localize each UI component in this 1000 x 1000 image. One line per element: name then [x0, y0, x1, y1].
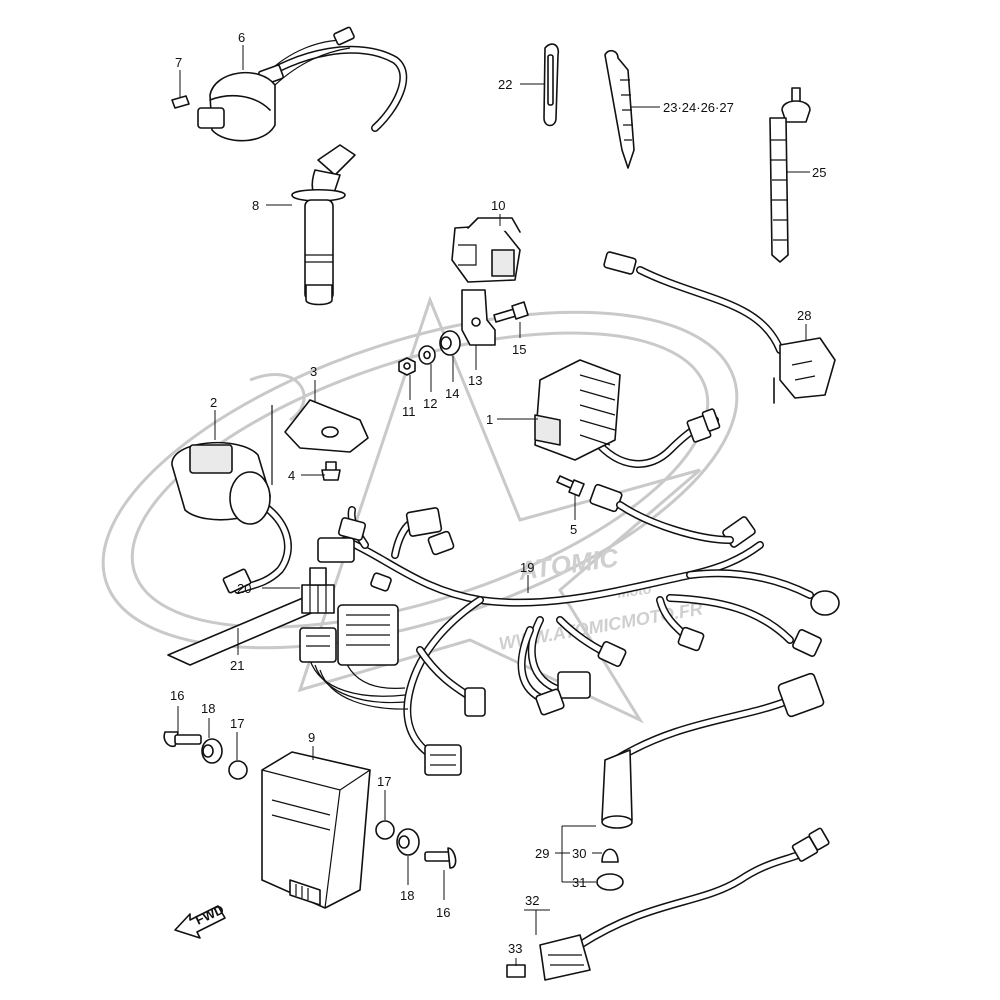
label-16-right: 16	[436, 905, 450, 920]
part-sub-harness-32	[539, 827, 830, 981]
label-30: 30	[572, 846, 586, 861]
leader-lines	[177, 45, 810, 966]
part-washer-12	[418, 345, 436, 365]
label-7: 7	[175, 55, 182, 70]
part-collar-17-left	[228, 760, 248, 780]
part-nut-11	[398, 357, 416, 376]
part-connector-20	[301, 567, 335, 614]
part-bolt-16-left	[163, 731, 202, 748]
label-22: 22	[498, 77, 512, 92]
label-23-24-26-27: 23·24·26·27	[663, 100, 734, 115]
label-4: 4	[288, 468, 295, 483]
part-relay-bracket	[461, 289, 496, 346]
label-1: 1	[486, 412, 493, 427]
label-31: 31	[572, 875, 586, 890]
harness-connectors	[299, 483, 840, 776]
label-17-right: 17	[377, 774, 391, 789]
part-tie-23	[604, 49, 635, 169]
label-6: 6	[238, 30, 245, 45]
part-spark-plug-cap	[291, 144, 356, 306]
label-33: 33	[508, 941, 522, 956]
label-9: 9	[308, 730, 315, 745]
label-29: 29	[535, 846, 549, 861]
part-bolt-16-right	[424, 847, 457, 869]
part-fuse-33	[506, 964, 526, 978]
label-28: 28	[797, 308, 811, 323]
label-15: 15	[512, 342, 526, 357]
part-bolt-5	[556, 475, 585, 497]
label-32: 32	[525, 893, 539, 908]
label-19: 19	[520, 560, 534, 575]
callout-labels: 6 7 8 10 22 23·24·26·27 25 28 15 13 14 1…	[170, 30, 826, 956]
label-8: 8	[252, 198, 259, 213]
label-21: 21	[230, 658, 244, 673]
label-2: 2	[210, 395, 217, 410]
part-ecu-9	[261, 751, 371, 909]
part-canister-2	[171, 441, 292, 594]
label-20: 20	[237, 581, 251, 596]
fwd-arrow-icon: FWD	[174, 902, 226, 939]
label-10: 10	[491, 198, 505, 213]
part-bolt-4	[321, 461, 341, 481]
part-clamp-22	[543, 43, 560, 127]
part-bolt-15	[493, 301, 529, 323]
label-3: 3	[310, 364, 317, 379]
part-grommet-18-left	[201, 738, 223, 764]
part-30	[601, 848, 619, 863]
label-11: 11	[402, 404, 416, 419]
part-grommet-14	[439, 330, 461, 356]
label-18-right: 18	[400, 888, 414, 903]
part-regulator-rectifier	[534, 359, 721, 468]
part-bracket-3	[271, 399, 369, 485]
label-13: 13	[468, 373, 482, 388]
part-tie-25	[769, 87, 811, 263]
part-cap-29	[601, 672, 825, 829]
part-31	[596, 873, 624, 891]
part-relay	[451, 217, 521, 283]
label-14: 14	[445, 386, 459, 401]
label-18-left: 18	[201, 701, 215, 716]
label-12: 12	[423, 396, 437, 411]
label-16-left: 16	[170, 688, 184, 703]
part-ignition-coil	[171, 26, 408, 142]
label-25: 25	[812, 165, 826, 180]
part-grommet-18-right	[396, 828, 420, 856]
part-sensor-28	[603, 251, 836, 404]
label-5: 5	[570, 522, 577, 537]
part-collar-17-right	[375, 820, 395, 840]
label-17-left: 17	[230, 716, 244, 731]
